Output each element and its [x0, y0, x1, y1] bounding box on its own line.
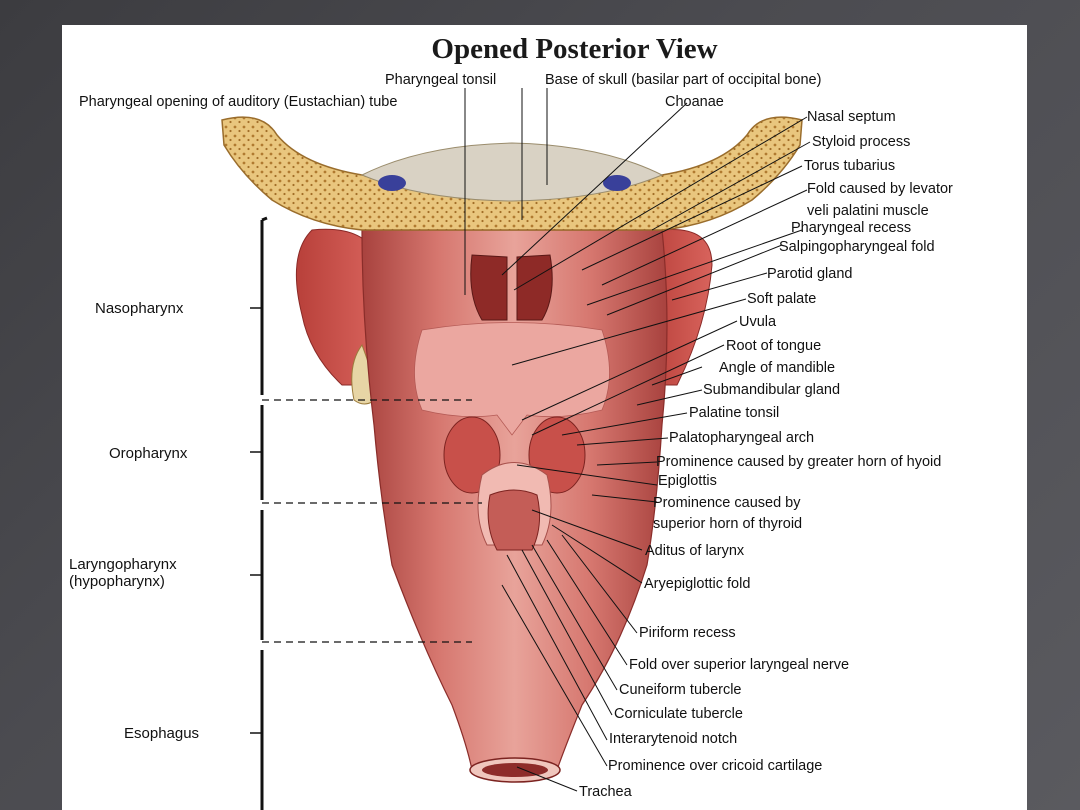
label-piriform-recess: Piriform recess [639, 625, 736, 641]
label-corniculate-tubercle: Corniculate tubercle [614, 706, 743, 722]
label-pharyngeal-tonsil: Pharyngeal tonsil [385, 72, 497, 88]
label-angle-of-mandible: Angle of mandible [719, 360, 836, 376]
region-label-oropharynx: Oropharynx [109, 445, 188, 462]
region-label-nasopharynx: Nasopharynx [95, 300, 184, 317]
label-aditus-of-larynx: Aditus of larynx [645, 543, 745, 559]
label-styloid-process: Styloid process [812, 134, 911, 150]
label-fold-superior-laryngeal: Fold over superior laryngeal nerve [629, 657, 850, 673]
label-salpingopharyngeal-fold: Salpingopharyngeal fold [779, 239, 935, 255]
region-label-laryngopharynx-text: Laryngopharynx (hypopharynx) [69, 556, 177, 591]
label-fold-levator-1: Fold caused by levator [807, 181, 953, 197]
foramen-right [603, 175, 631, 191]
label-aryepiglottic-fold: Aryepiglottic fold [644, 576, 751, 592]
label-palatine-tonsil: Palatine tonsil [689, 405, 780, 421]
soft-palate [414, 322, 610, 436]
label-prominence-cricoid: Prominence over cricoid cartilage [608, 758, 823, 774]
region-brackets [260, 216, 268, 810]
label-trachea: Trachea [579, 784, 632, 800]
label-prominence-thyroid-2: superior horn of thyroid [653, 516, 803, 532]
label-root-of-tongue: Root of tongue [726, 338, 822, 354]
label-torus-tubarius: Torus tubarius [804, 158, 896, 174]
region-label-esophagus: Esophagus [124, 725, 200, 742]
figure-panel: Opened Posterior View Nasopharynx Oropha… [62, 25, 1027, 810]
anatomy-illustration [221, 88, 811, 810]
label-fold-levator-2: veli palatini muscle [807, 203, 929, 219]
label-interarytenoid-notch: Interarytenoid notch [609, 731, 738, 747]
label-epiglottis: Epiglottis [658, 473, 717, 489]
label-palatopharyngeal-arch: Palatopharyngeal arch [669, 430, 815, 446]
label-prominence-hyoid: Prominence caused by greater horn of hyo… [656, 454, 942, 470]
label-soft-palate: Soft palate [747, 291, 817, 307]
leader-lines [464, 88, 811, 792]
label-pharyngeal-recess: Pharyngeal recess [791, 220, 912, 236]
label-cuneiform-tubercle: Cuneiform tubercle [619, 682, 742, 698]
label-parotid-gland: Parotid gland [767, 266, 853, 282]
foramen-left [378, 175, 406, 191]
skull-base [221, 116, 803, 231]
aditus-of-larynx [487, 489, 541, 551]
label-pharyngeal-opening: Pharyngeal opening of auditory (Eustachi… [79, 94, 398, 110]
label-submandibular-gland: Submandibular gland [703, 382, 841, 398]
label-base-of-skull: Base of skull (basilar part of occipital… [545, 72, 822, 88]
choanae [470, 254, 553, 321]
skull-inner [360, 142, 664, 202]
label-prominence-thyroid-1: Prominence caused by [653, 495, 801, 511]
region-label-laryngopharynx: Laryngopharynx (hypopharynx) [69, 556, 177, 591]
label-choanae: Choanae [665, 94, 724, 110]
region-bracket-points [250, 307, 262, 734]
label-nasal-septum: Nasal septum [807, 109, 896, 125]
label-uvula: Uvula [739, 314, 777, 330]
region-dividers [262, 399, 482, 643]
figure-title: Opened Posterior View [431, 33, 718, 65]
